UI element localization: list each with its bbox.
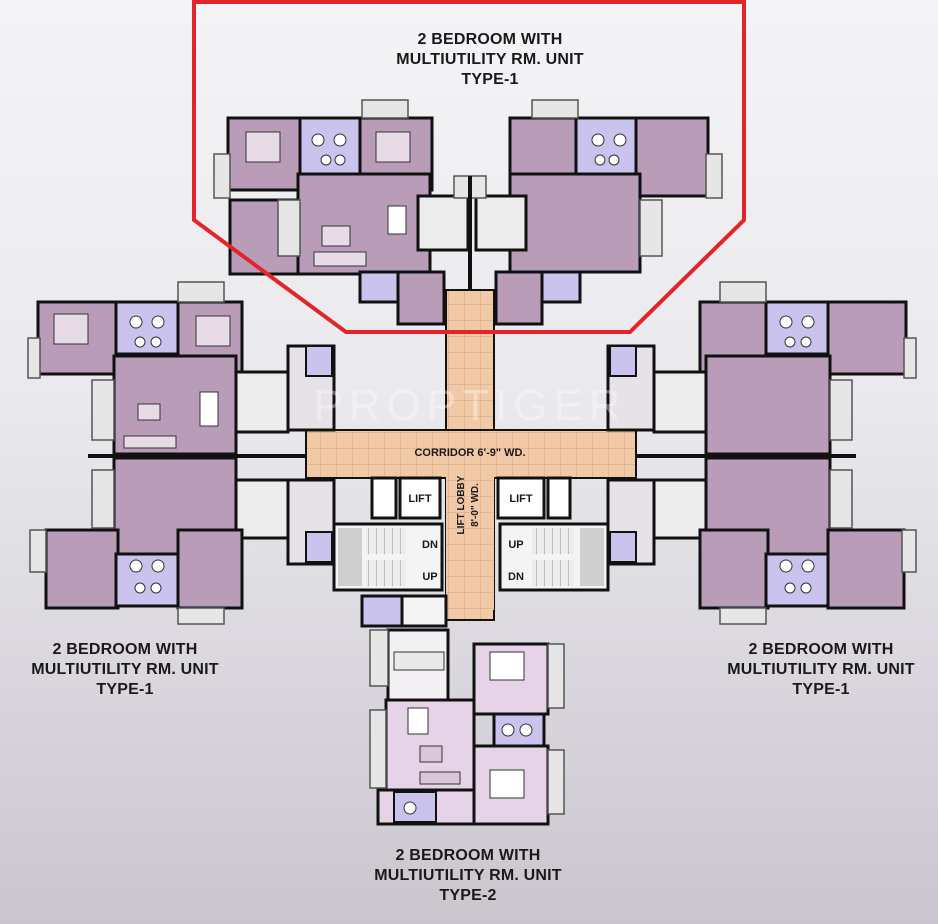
unit-label-line: 2 BEDROOM WITH	[748, 641, 894, 658]
unit-label-left: 2 BEDROOM WITH MULTIUTILITY RM. UNIT TYP…	[20, 640, 230, 700]
unit-label-line: MULTIUTILITY RM. UNIT	[727, 661, 915, 678]
lift-lobby-floor	[446, 470, 494, 610]
duct-left	[370, 476, 398, 520]
lift-lobby-label: LIFT LOBBY	[456, 475, 467, 534]
unit-left	[27, 281, 336, 625]
unit-label-bottom: 2 BEDROOM WITH MULTIUTILITY RM. UNIT TYP…	[360, 846, 576, 906]
unit-right	[606, 281, 917, 625]
watermark: PROPTIGER	[313, 381, 626, 430]
lift-left	[398, 476, 442, 520]
stair-left-up: UP	[422, 571, 437, 583]
unit-bottom	[360, 594, 565, 826]
lift-lobby-width: 8'-0" WD.	[470, 483, 481, 527]
unit-label-right: 2 BEDROOM WITH MULTIUTILITY RM. UNIT TYP…	[716, 640, 926, 700]
unit-label-line: TYPE-1	[792, 681, 850, 698]
unit-label-line: TYPE-2	[439, 887, 497, 904]
duct-right	[546, 476, 572, 520]
unit-top	[213, 99, 723, 326]
unit-label-line: TYPE-1	[96, 681, 154, 698]
unit-label-line: 2 BEDROOM WITH	[417, 31, 563, 48]
unit-label-top: 2 BEDROOM WITH MULTIUTILITY RM. UNIT TYP…	[380, 30, 600, 90]
lift-right	[496, 476, 546, 520]
unit-label-line: MULTIUTILITY RM. UNIT	[31, 661, 219, 678]
unit-label-line: MULTIUTILITY RM. UNIT	[396, 51, 584, 68]
stair-right-up: UP	[508, 539, 523, 551]
core	[305, 289, 637, 621]
unit-label-line: 2 BEDROOM WITH	[52, 641, 198, 658]
unit-label-line: TYPE-1	[461, 71, 519, 88]
highlight-outline	[192, 0, 746, 334]
corridor-label: CORRIDOR 6'-9" WD.	[414, 447, 525, 459]
unit-label-line: 2 BEDROOM WITH	[395, 847, 541, 864]
stair-left-dn: DN	[422, 539, 438, 551]
lift-right-label: LIFT	[509, 493, 532, 505]
lift-left-label: LIFT	[408, 493, 431, 505]
unit-label-line: MULTIUTILITY RM. UNIT	[374, 867, 562, 884]
stair-right-dn: DN	[508, 571, 524, 583]
